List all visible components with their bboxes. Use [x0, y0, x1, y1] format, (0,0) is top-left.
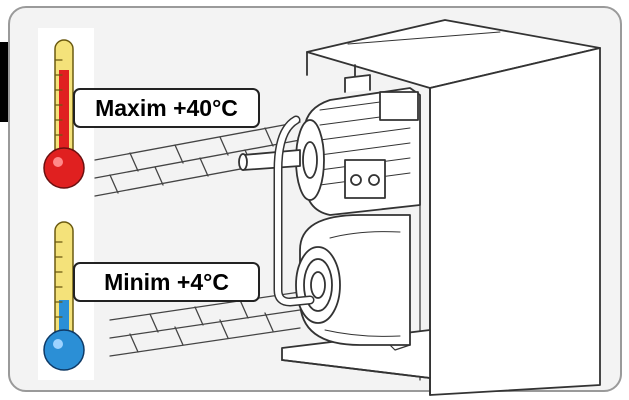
edge-tab	[0, 42, 9, 122]
min-temperature-label: Minim +4°C	[73, 262, 260, 302]
pipes	[238, 115, 315, 307]
pressure-tank	[295, 214, 411, 346]
thermometer-cold-icon	[43, 221, 85, 371]
pump-motor	[295, 74, 421, 216]
housing-cabinet	[306, 19, 601, 396]
thermometer-hot-icon	[43, 39, 85, 189]
max-temperature-label: Maxim +40°C	[73, 88, 260, 128]
